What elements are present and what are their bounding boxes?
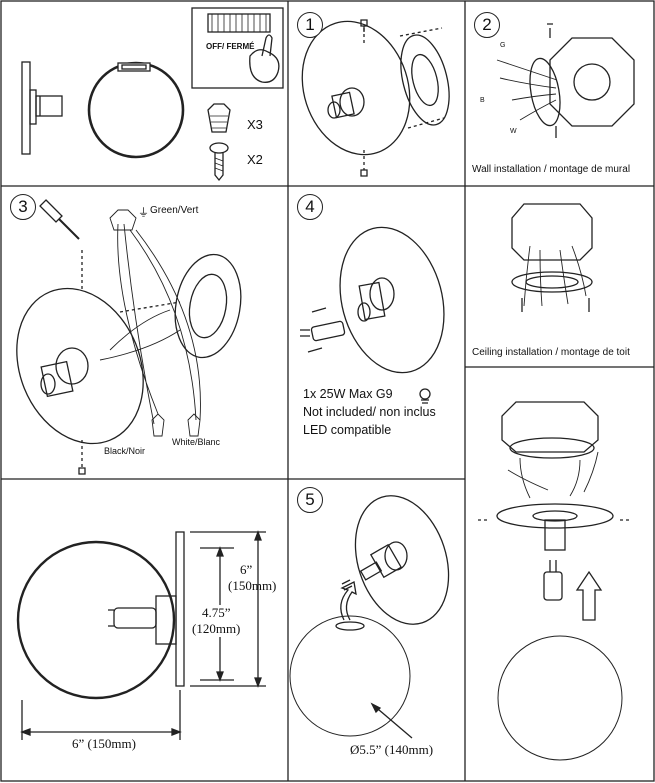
bulb-icon bbox=[419, 388, 431, 404]
panel3-canopy bbox=[16, 250, 144, 475]
white-wire-label-panel3: White/Blanc bbox=[172, 437, 221, 447]
bulb-spec-line1: 1x 25W Max G9 bbox=[303, 387, 393, 401]
screw-illustration bbox=[209, 142, 229, 182]
black-wire-label-panel3: Black/Noir bbox=[104, 446, 146, 456]
fixture-side-view bbox=[21, 61, 63, 155]
panel5-canopy bbox=[341, 495, 450, 625]
step-3-badge: 3 bbox=[10, 194, 36, 220]
switch-off-label: OFF/ FERMÉ bbox=[206, 42, 255, 51]
ceiling-globe bbox=[497, 635, 623, 761]
height-inner-value: 4.75” bbox=[202, 605, 231, 621]
width-dimension: 6” (150mm) bbox=[72, 736, 136, 751]
up-arrow bbox=[575, 570, 603, 621]
panel1-mounting-bracket bbox=[399, 27, 450, 129]
panel2-junction-box bbox=[496, 23, 635, 138]
panel5-globe bbox=[289, 581, 413, 739]
globe-front-view bbox=[87, 61, 185, 159]
panel3-wires bbox=[99, 209, 201, 437]
wall-installation-caption: Wall installation / montage de mural bbox=[472, 164, 631, 175]
step-5-badge: 5 bbox=[297, 487, 323, 513]
step-4-badge: 4 bbox=[297, 194, 323, 220]
bulb-spec-line3: LED compatible bbox=[303, 423, 392, 437]
panel3-mounting-bracket bbox=[119, 253, 242, 359]
dimension-globe bbox=[16, 530, 266, 740]
ceiling-canopy bbox=[478, 401, 632, 551]
white-wire-label: W bbox=[510, 128, 517, 135]
ground-symbol-icon: ⏚ bbox=[138, 207, 149, 219]
bulb-spec-line2: Not included/ non inclus bbox=[303, 405, 436, 419]
panel4-g9-bulb bbox=[300, 307, 346, 353]
height-outer-value: 6” bbox=[240, 562, 253, 577]
wire-nut-illustration bbox=[207, 103, 231, 133]
ceiling-junction-box bbox=[511, 203, 593, 312]
height-outer-mm: (150mm) bbox=[228, 578, 277, 593]
panel4-canopy bbox=[339, 226, 445, 374]
height-inner-mm: (120mm) bbox=[192, 621, 241, 637]
ceiling-installation-caption: Ceiling installation / montage de toit bbox=[472, 347, 630, 358]
step-2-badge: 2 bbox=[474, 12, 500, 38]
panel1-canopy bbox=[301, 19, 411, 177]
green-wire-label: Green/Vert bbox=[150, 205, 199, 216]
globe-diameter-dimension: Ø5.5” (140mm) bbox=[350, 742, 434, 757]
step-1-badge: 1 bbox=[297, 12, 323, 38]
ground-wire-label: G bbox=[500, 42, 506, 49]
wire-nut-quantity: X3 bbox=[247, 117, 263, 132]
screw-quantity: X2 bbox=[247, 152, 263, 167]
panel3-screwdriver bbox=[39, 199, 80, 240]
switch-hand-illustration bbox=[207, 13, 280, 83]
ceiling-g9-bulb bbox=[543, 560, 563, 601]
black-wire-label: B bbox=[480, 97, 485, 104]
